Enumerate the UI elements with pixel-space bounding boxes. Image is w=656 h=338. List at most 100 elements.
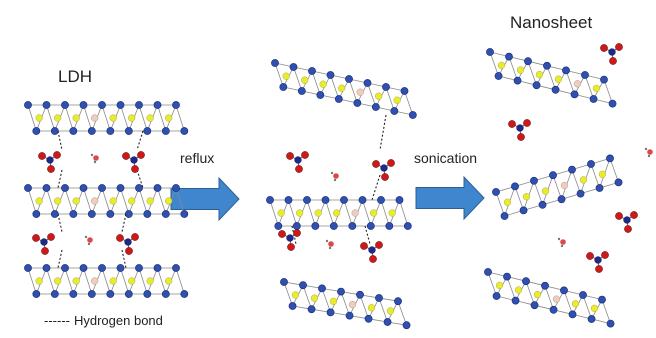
metal-node (492, 292, 501, 300)
hydrogen-bond-line (379, 114, 387, 151)
nitrate-anion-icon (286, 151, 309, 173)
metal-node (180, 127, 189, 135)
nitrate-anion-icon (586, 251, 609, 273)
metal-node (568, 165, 576, 174)
inner-node-yellow (35, 197, 43, 205)
metal-node (106, 210, 115, 218)
nitrate-anion-icon (38, 151, 61, 173)
hydrogen-bond-line (57, 130, 63, 151)
metal-node (587, 160, 595, 168)
sonication-arrow-icon (415, 175, 485, 221)
inner-node-yellow (146, 277, 154, 285)
metal-node (135, 264, 143, 272)
metal-node (568, 310, 577, 319)
nitrogen-atom (368, 246, 376, 254)
metal-node (87, 127, 96, 135)
metal-node (549, 171, 557, 180)
metal-node (600, 75, 608, 84)
metal-node (24, 184, 32, 192)
metal-node (42, 101, 51, 109)
inner-node-yellow (503, 198, 512, 206)
hydrogen-bond-line (371, 174, 381, 201)
metal-node (32, 127, 41, 135)
metal-node (408, 111, 417, 119)
oxygen-atom (508, 120, 516, 128)
metal-node (24, 101, 32, 109)
metal-node (400, 87, 409, 95)
nitrogen-atom (594, 256, 602, 264)
metal-node (606, 154, 614, 163)
inner-node-yellow (54, 197, 62, 205)
metal-node (608, 99, 617, 108)
nitrogen-atom (46, 156, 54, 164)
oxygen-atom (615, 212, 623, 220)
inner-node-yellow (367, 304, 376, 312)
oxygen-atom (517, 133, 525, 141)
inner-node-yellow (109, 277, 117, 285)
inner-node-yellow (72, 277, 80, 285)
inner-node-yellow (35, 114, 43, 122)
inner-node-yellow (497, 61, 506, 69)
legend-text: Hydrogen bond (73, 313, 163, 328)
hydrogen-bond-line (57, 213, 63, 233)
metal-node (116, 184, 125, 192)
metal-node (143, 210, 152, 218)
oxygen-atom (286, 152, 294, 160)
metal-node (79, 184, 88, 192)
metal-node (321, 196, 330, 204)
inner-node-yellow (592, 84, 601, 92)
metal-node (69, 210, 78, 218)
metal-node (329, 222, 338, 230)
inner-node-yellow (128, 277, 136, 285)
metal-node (579, 291, 587, 299)
metal-node (557, 195, 566, 204)
nitrogen-atom (608, 48, 616, 56)
metal-node (363, 79, 372, 87)
inner-node-yellow (165, 114, 173, 122)
metal-node (371, 103, 380, 111)
metal-node (511, 182, 519, 191)
metal-node (513, 76, 522, 85)
metal-node (385, 222, 394, 230)
metal-node (288, 302, 297, 310)
metal-node (106, 290, 115, 298)
nitrate-anion-icon (278, 229, 301, 251)
inner-node-yellow (165, 277, 173, 285)
oxygen-atom (293, 229, 301, 237)
oxygen-atom (387, 159, 395, 167)
water-hydrogen (330, 171, 334, 175)
metal-node (551, 85, 560, 94)
metal-node (24, 264, 32, 272)
metal-node (280, 278, 288, 286)
oxygen-atom (131, 233, 139, 241)
ldh-label: LDH (58, 67, 93, 86)
nitrate-anion-icon (372, 159, 395, 181)
metal-node (524, 57, 532, 66)
nitrogen-atom (516, 124, 524, 132)
water-molecule-icon (84, 235, 93, 246)
metal-node (538, 200, 547, 209)
inner-node-yellow (314, 209, 322, 217)
metal-node (395, 196, 404, 204)
metal-node (345, 311, 354, 320)
metal-node (541, 281, 549, 290)
inner-node-yellow (109, 197, 117, 205)
inner-node-yellow (598, 170, 607, 178)
sonication-label: sonication (414, 150, 478, 166)
metal-node (519, 206, 528, 215)
metal-node (124, 210, 133, 218)
metal-node (69, 290, 78, 298)
metal-node (345, 75, 353, 83)
metal-node (61, 101, 69, 109)
metal-node (614, 178, 623, 187)
inner-node-yellow (109, 114, 117, 122)
oxygen-atom (301, 151, 309, 159)
metal-node (511, 296, 520, 305)
water-hydrogen (87, 242, 91, 246)
metal-node (32, 210, 41, 218)
inner-node-yellow (571, 300, 580, 308)
metal-node (308, 67, 316, 75)
metal-node (143, 127, 152, 135)
metal-node (274, 222, 283, 230)
metal-node (530, 301, 539, 310)
